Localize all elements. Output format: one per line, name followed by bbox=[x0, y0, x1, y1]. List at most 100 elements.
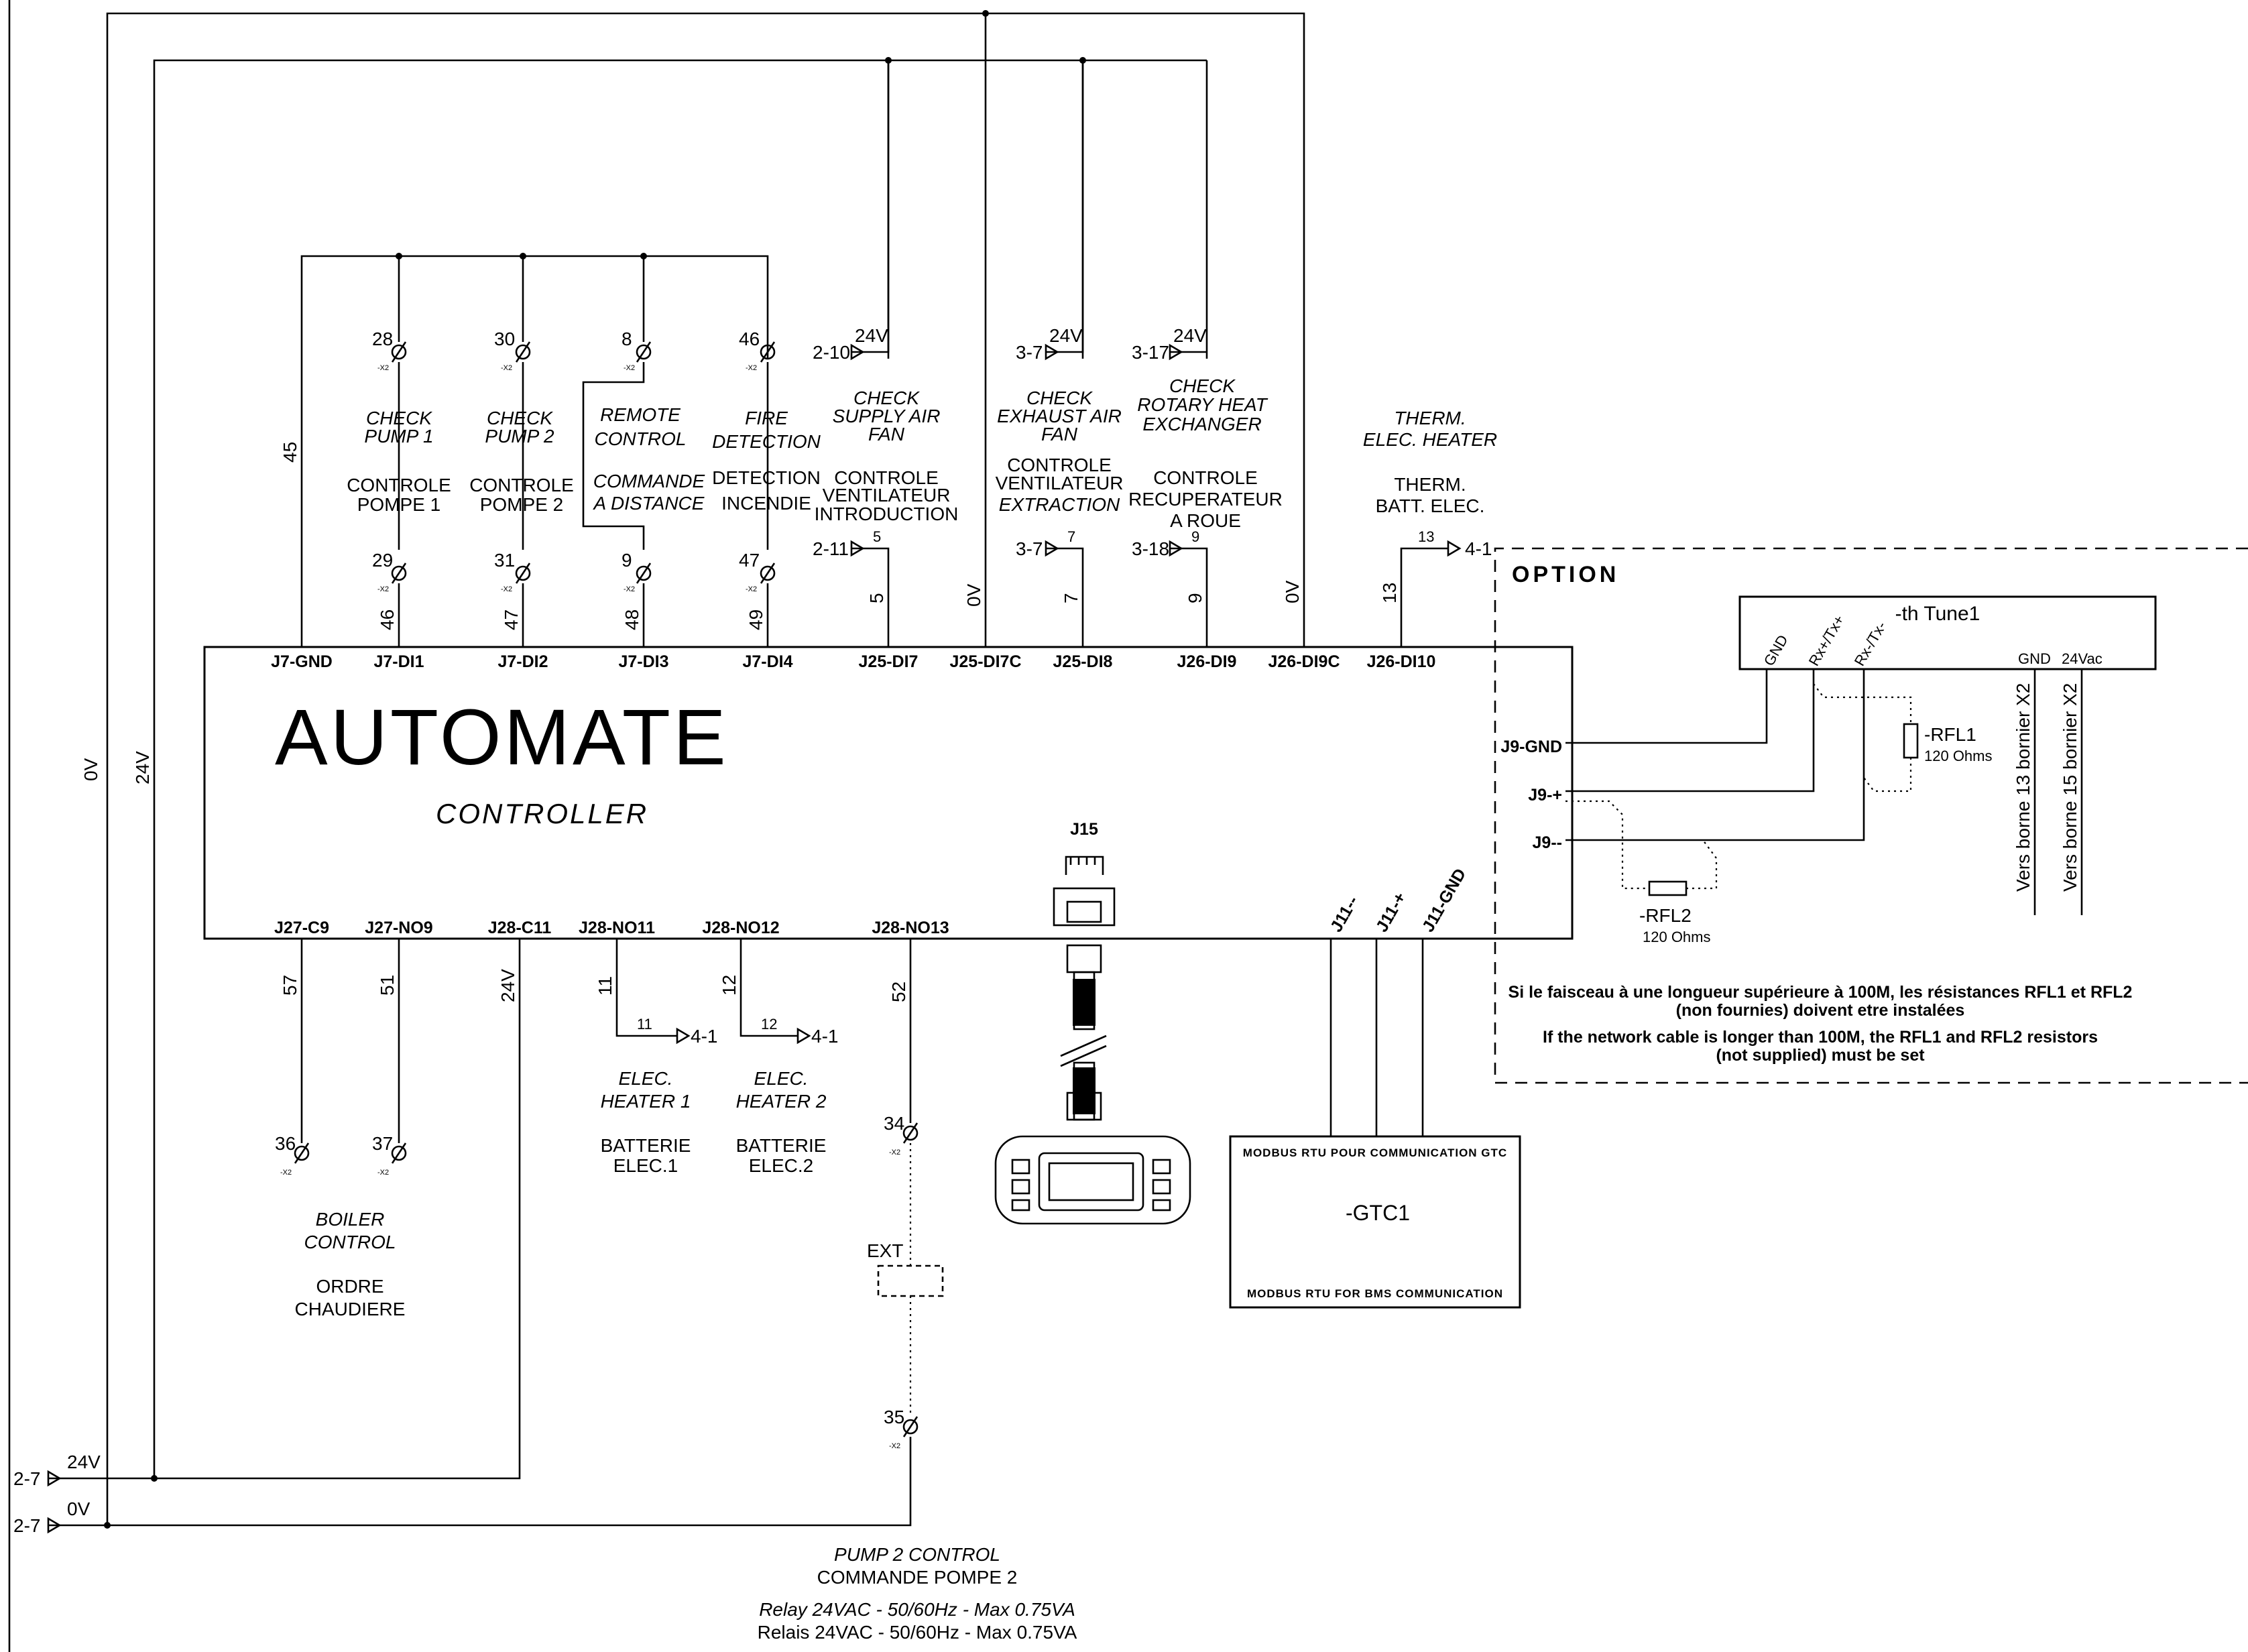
diagram-label: Relay 24VAC - 50/60Hz - Max 0.75VA bbox=[759, 1599, 1075, 1620]
diagram-label: 3-18 bbox=[1132, 538, 1169, 559]
controller-box bbox=[203, 646, 1574, 940]
diagram-label: VENTILATEUR bbox=[996, 473, 1124, 493]
diagram-label: 45 bbox=[280, 442, 300, 463]
diagram-label: BATT. ELEC. bbox=[1376, 495, 1485, 516]
diagram-label: CONTROLE bbox=[1007, 455, 1112, 475]
diagram-label: 11 bbox=[595, 976, 615, 996]
diagram-label: CONTROLE bbox=[469, 475, 574, 495]
diagram-label: DETECTION bbox=[712, 431, 821, 452]
pin-j27-no9: J27-NO9 bbox=[365, 919, 432, 937]
ext-box bbox=[877, 1264, 944, 1297]
diagram-label: 3-7 bbox=[1016, 342, 1043, 363]
vers-borne-15: Vers borne 15 bornier X2 bbox=[2060, 683, 2080, 892]
diagram-label: 46 bbox=[377, 609, 398, 630]
diagram-label: 24V bbox=[67, 1452, 101, 1472]
rail-0v bbox=[106, 12, 1305, 1525]
diagram-label: ELEC. bbox=[619, 1068, 673, 1089]
diagram-label: -X2 bbox=[377, 364, 389, 372]
pin-j25-di7: J25-DI7 bbox=[859, 652, 919, 671]
diagram-label: MODBUS RTU FOR BMS COMMUNICATION bbox=[1247, 1287, 1503, 1300]
diagram-label: -X2 bbox=[624, 585, 635, 593]
diagram-label: EXTRACTION bbox=[999, 494, 1120, 515]
pin-j9-minus: J9-- bbox=[1533, 833, 1562, 852]
diagram-label: PUMP 2 bbox=[485, 426, 554, 447]
diagram-label: 13 bbox=[1379, 583, 1400, 603]
diagram-label: CHAUDIERE bbox=[295, 1299, 406, 1319]
diagram-label: 2-11 bbox=[813, 538, 849, 559]
diagram-label: CONTROLE bbox=[1153, 467, 1258, 488]
diagram-label: CHECK bbox=[1026, 388, 1093, 408]
pump2-control-label: PUMP 2 CONTROL bbox=[834, 1544, 1000, 1565]
diagram-label: 120 Ohms bbox=[1924, 748, 1993, 764]
diagram-label: 51 bbox=[377, 975, 398, 996]
diagram-label: 30 bbox=[494, 329, 515, 349]
diagram-label: ELEC.2 bbox=[749, 1155, 814, 1176]
diagram-label: -th Tune1 bbox=[1895, 603, 1980, 625]
diagram-label: 3-17 bbox=[1132, 342, 1169, 363]
diagram-label: CHECK bbox=[366, 408, 432, 428]
diagram-label: 52 bbox=[888, 982, 909, 1002]
diagram-label: 28 bbox=[372, 329, 393, 349]
diagram-label: -X2 bbox=[501, 585, 512, 593]
diagram-label: -X2 bbox=[624, 364, 635, 372]
diagram-label: THERM. bbox=[1394, 474, 1466, 495]
diagram-label: DETECTION bbox=[712, 467, 821, 488]
diagram-label: 46 bbox=[739, 329, 760, 349]
diagram-label: -X2 bbox=[377, 1169, 389, 1177]
diagram-label: INTRODUCTION bbox=[815, 504, 959, 524]
diagram-label: 24V bbox=[1049, 325, 1083, 346]
pin-j28-no12: J28-NO12 bbox=[702, 919, 779, 937]
diagram-label: POMPE 1 bbox=[357, 494, 440, 515]
pin-j28-no13: J28-NO13 bbox=[872, 919, 949, 937]
diagram-label: ELEC. bbox=[754, 1068, 809, 1089]
diagram-label: -X2 bbox=[377, 585, 389, 593]
diagram-label: BATTERIE bbox=[601, 1135, 691, 1156]
diagram-label: 37 bbox=[372, 1133, 393, 1154]
diagram-label: Si le faisceau à une longueur supérieure… bbox=[1508, 983, 2133, 1002]
rail-0v-label: 0V bbox=[80, 758, 101, 781]
diagram-label: Relais 24VAC - 50/60Hz - Max 0.75VA bbox=[758, 1622, 1077, 1643]
diagram-label: 9 bbox=[1191, 528, 1199, 545]
rfl1-resistor bbox=[1903, 723, 1919, 759]
diagram-label: CHECK bbox=[487, 408, 553, 428]
j15-label: J15 bbox=[1070, 820, 1098, 839]
diagram-label: CHECK bbox=[853, 388, 920, 408]
pin-j9-gnd: J9-GND bbox=[1500, 738, 1562, 756]
diagram-label: FIRE bbox=[745, 408, 788, 428]
diagram-label: 47 bbox=[739, 550, 760, 571]
diagram-label: 34 bbox=[884, 1113, 904, 1134]
gtc-box bbox=[1229, 1135, 1521, 1309]
pin-j7-di3: J7-DI3 bbox=[618, 652, 668, 671]
display-terminal bbox=[994, 1135, 1191, 1225]
diagram-label: 120 Ohms bbox=[1643, 929, 1711, 945]
diagram-label: 2-7 bbox=[13, 1515, 40, 1536]
diagram-label: 24Vac bbox=[2062, 650, 2103, 667]
diagram-label: 7 bbox=[1067, 528, 1075, 545]
pin-j26-di9: J26-DI9 bbox=[1177, 652, 1237, 671]
diagram-label: FAN bbox=[868, 424, 905, 445]
diagram-label: ELEC.1 bbox=[613, 1155, 678, 1176]
diagram-label: THERM. bbox=[1394, 408, 1466, 428]
diagram-label: -X2 bbox=[746, 364, 757, 372]
rfl2-resistor bbox=[1648, 880, 1688, 896]
diagram-label: 3-7 bbox=[1016, 538, 1043, 559]
diagram-label: BATTERIE bbox=[736, 1135, 827, 1156]
rail-24v bbox=[153, 59, 1207, 1478]
diagram-label: FAN bbox=[1041, 424, 1078, 445]
diagram-label: 24V bbox=[497, 969, 518, 1002]
th-tune-box bbox=[1738, 595, 2157, 670]
controller-title: AUTOMATE bbox=[275, 693, 729, 782]
diagram-label: PUMP 1 bbox=[364, 426, 433, 447]
diagram-label: 24V bbox=[855, 325, 888, 346]
diagram-label: HEATER 1 bbox=[601, 1091, 691, 1112]
diagram-label: 31 bbox=[494, 550, 515, 571]
diagram-label: -X2 bbox=[501, 364, 512, 372]
diagram-label: 35 bbox=[884, 1407, 904, 1427]
pin-j7-di1: J7-DI1 bbox=[373, 652, 424, 671]
diagram-label: CONTROL bbox=[595, 428, 687, 449]
diagram-label: 4-1 bbox=[691, 1026, 717, 1047]
diagram-label: BOILER bbox=[316, 1209, 385, 1230]
diagram-label: -GTC1 bbox=[1346, 1201, 1410, 1225]
diagram-label: 49 bbox=[746, 609, 766, 630]
diagram-label: 8 bbox=[622, 329, 632, 349]
